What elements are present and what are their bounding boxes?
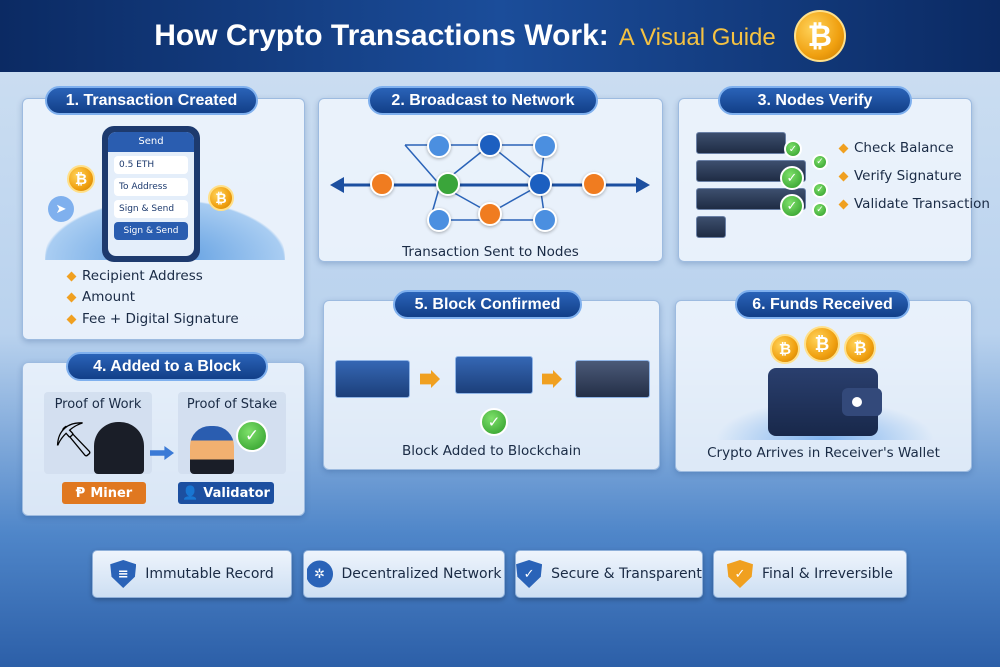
check-icon: ✓ [236,420,268,452]
validator-tag: 👤Validator [178,482,274,504]
user-node-icon [478,202,502,226]
chain-arrow-icon [420,370,440,388]
phone-mockup: Send 0.5 ETH To Address Sign & Send Sign… [102,126,200,262]
server-icon [696,132,786,154]
bitcoin-coin-icon: ₿ [67,165,95,193]
node-icon [528,172,552,196]
miner-avatar [94,422,144,474]
step1-title: 1. Transaction Created [45,86,258,115]
feature-final-irreversible: ✓ Final & Irreversible [713,550,907,598]
step3-bullet: Verify Signature [838,168,962,184]
amount-field[interactable]: 0.5 ETH [114,156,188,174]
check-icon: ✓ [812,182,828,198]
bitcoin-coin-icon: ₿ [804,326,840,362]
feature-label: Immutable Record [145,566,274,582]
bitcoin-coin-icon: ₿ [770,334,800,364]
document-shield-icon: ≡ [110,560,137,588]
user-node-icon [582,172,606,196]
p-icon: Ᵽ [75,485,86,501]
user-node-icon [370,172,394,196]
check-icon: ✓ [812,154,828,170]
check-icon: ✓ [480,408,508,436]
sign-field[interactable]: Sign & Send [114,200,188,218]
bitcoin-coin-icon: ₿ [793,10,846,62]
send-icon: ➤ [48,196,74,222]
address-field[interactable]: To Address [114,178,188,196]
check-icon: ✓ [784,140,802,158]
page-title: How Crypto Transactions Work: [154,19,609,52]
check-icon: ✓ [780,194,804,218]
step3-title: 3. Nodes Verify [718,86,912,115]
page-subtitle: A Visual Guide [618,24,776,51]
user-node-icon [533,134,557,158]
user-node-icon [427,134,451,158]
step6-caption: Crypto Arrives in Receiver's Wallet [707,445,940,461]
step4-title: 4. Added to a Block [66,352,268,381]
feature-label: Final & Irreversible [761,566,893,582]
feature-label: Decentralized Network [341,566,502,582]
step5-caption: Block Added to Blockchain [401,443,582,459]
proof-of-work-card: Proof of Work ⛏ [44,392,152,474]
miner-label: Miner [90,485,133,501]
check-icon: ✓ [780,166,804,190]
block-icon [575,360,650,398]
bitcoin-coin-icon: ₿ [208,185,234,211]
step2-title: 2. Broadcast to Network [368,86,598,115]
step1-bullet: Amount [66,289,135,305]
server-icon [696,160,806,182]
sign-send-button[interactable]: Sign & Send [114,222,188,240]
check-shield-icon: ✓ [516,560,543,588]
header: How Crypto Transactions Work: A Visual G… [0,0,1000,72]
pow-label: Proof of Work [54,397,142,412]
block-icon [335,360,410,398]
validator-label: Validator [203,485,270,501]
play-node-icon [436,172,460,196]
step6-title: 6. Funds Received [735,290,910,319]
step5-title: 5. Block Confirmed [393,290,582,319]
user-icon: 👤 [182,485,199,501]
pos-label: Proof of Stake [186,397,278,412]
feature-label: Secure & Transparent [551,566,702,582]
validator-avatar [190,426,234,474]
chain-arrow-icon [542,370,562,388]
step2-caption: Transaction Sent to Nodes [402,244,579,260]
phone-header: Send [108,132,194,152]
network-icon: ✲ [306,560,333,588]
feature-secure-transparent: ✓ Secure & Transparent [515,550,703,598]
block-icon [455,356,533,394]
pickaxe-icon: ⛏ [52,420,96,460]
step1-bullet: Fee + Digital Signature [66,311,239,327]
step3-bullet: Validate Transaction [838,196,990,212]
proof-of-stake-card: Proof of Stake ✓ [178,392,286,474]
step3-bullet: Check Balance [838,140,954,156]
feature-immutable-record: ≡ Immutable Record [92,550,292,598]
server-icon [696,188,806,210]
user-node-icon [533,208,557,232]
step1-bullet: Recipient Address [66,268,203,284]
bitcoin-coin-icon: ₿ [844,332,876,364]
feature-decentralized-network: ✲ Decentralized Network [303,550,505,598]
server-icon [696,216,726,238]
check-icon: ✓ [812,202,828,218]
wallet-icon [768,368,882,436]
user-node-icon [427,208,451,232]
gold-shield-icon: ✓ [726,560,753,588]
play-node-icon [478,133,502,157]
